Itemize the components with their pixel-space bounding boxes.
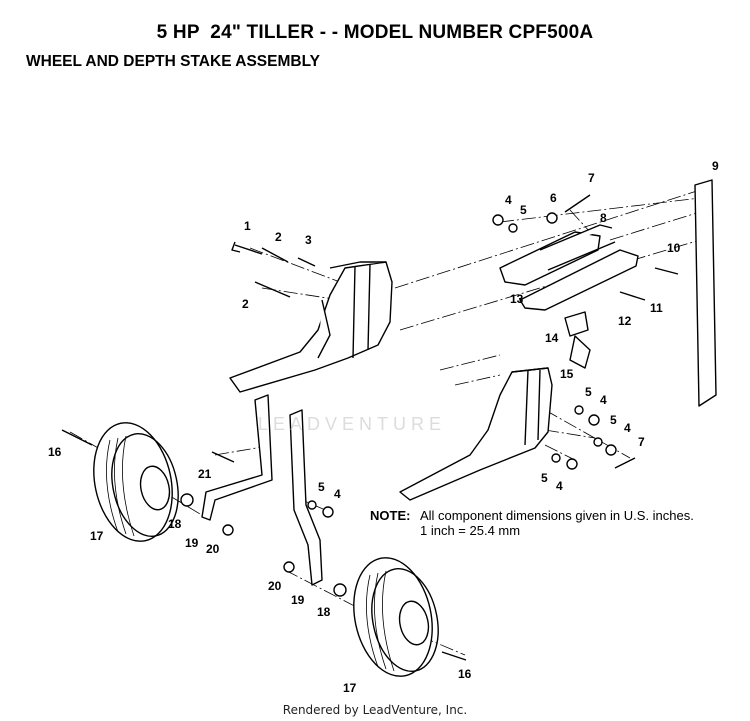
callout-17: 17 [343,681,357,695]
callout-16: 16 [48,445,62,459]
callout-19: 19 [291,593,305,607]
callout-6: 6 [550,191,557,205]
cotter-pins [564,194,636,469]
callout-9: 9 [712,159,719,173]
section-title: WHEEL AND DEPTH STAKE ASSEMBLY [26,53,320,70]
callout-5: 5 [318,480,325,494]
note-label: NOTE: [370,508,411,523]
callout-18: 18 [168,517,182,531]
callout-5: 5 [585,385,592,399]
callout-15: 15 [560,367,574,381]
callout-4: 4 [334,487,341,501]
callout-5: 5 [541,471,548,485]
tiller-frame-lower [399,367,553,501]
callout-20: 20 [206,542,220,556]
callout-7: 7 [638,435,645,449]
callout-16: 16 [458,667,472,681]
dimension-note: NOTE: All component dimensions given in U… [370,508,694,538]
callout-7: 7 [588,171,595,185]
callout-8: 8 [600,211,607,225]
callout-3: 3 [305,233,312,247]
latch-pin [564,311,591,369]
callout-20: 20 [268,579,282,593]
callout-10: 10 [667,241,681,255]
tiller-frame-upper [229,261,393,393]
note-line-1: All component dimensions given in U.S. i… [420,508,694,523]
wheel-bracket-left [201,394,323,586]
depth-stake-bar [694,179,717,407]
callout-4: 4 [505,193,512,207]
depth-stake-brackets [499,224,639,311]
watermark: LEADVENTURE [258,414,446,434]
callout-21: 21 [198,467,212,481]
bolts [61,241,679,661]
callout-11: 11 [650,301,663,315]
callout-19: 19 [185,536,199,550]
callout-18: 18 [317,605,331,619]
callout-4: 4 [556,479,563,493]
callout-17: 17 [90,529,104,543]
callout-labels: 1 2 3 2 4 5 6 7 8 9 10 11 12 13 14 15 5 … [48,159,719,695]
callout-14: 14 [545,331,559,345]
callout-1: 1 [244,219,251,233]
callout-13: 13 [510,292,524,306]
wheel-left [93,422,179,542]
nuts-washers [180,212,617,597]
callout-2: 2 [242,297,249,311]
callout-4: 4 [600,393,607,407]
callout-5: 5 [610,413,617,427]
footer-credit: Rendered by LeadVenture, Inc. [282,703,468,717]
callout-2: 2 [275,230,282,244]
callout-5: 5 [520,203,527,217]
wheel-right [353,557,439,677]
callout-4: 4 [624,421,631,435]
callout-12: 12 [618,314,632,328]
page-title: 5 HP 24" TILLER - - MODEL NUMBER CPF500A [156,22,594,43]
note-line-2: 1 inch = 25.4 mm [420,523,521,538]
